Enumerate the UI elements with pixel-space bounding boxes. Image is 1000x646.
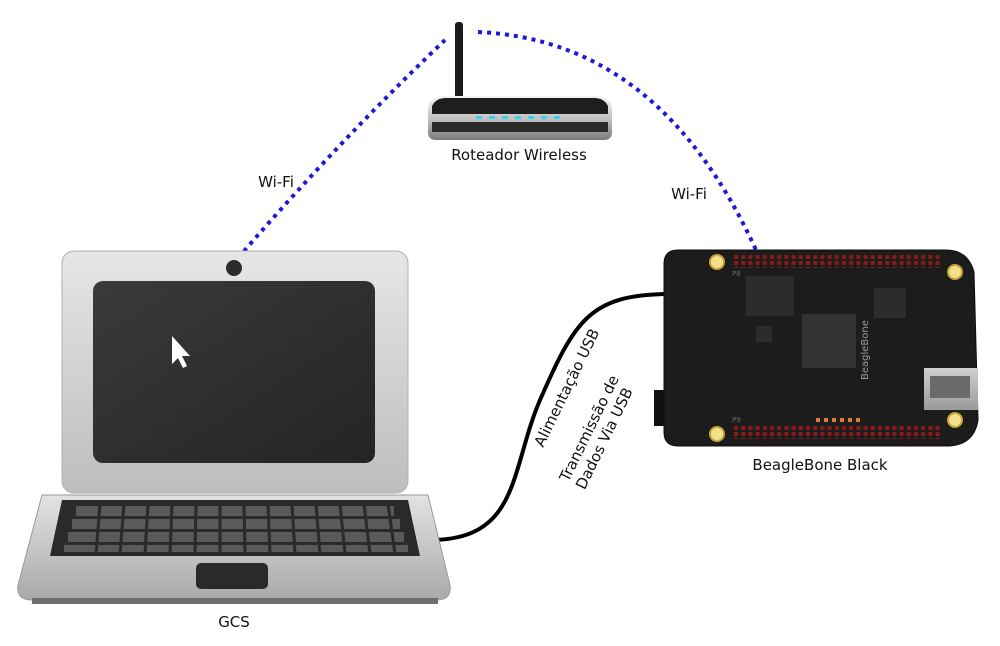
wifi-label-left: Wi-Fi bbox=[258, 173, 294, 191]
gcs-label: GCS bbox=[218, 613, 250, 631]
laptop-icon bbox=[17, 250, 451, 604]
router-label: Roteador Wireless bbox=[451, 146, 587, 164]
usb-cable bbox=[429, 292, 665, 542]
p8-label: P8 bbox=[732, 270, 741, 278]
header-p9 bbox=[733, 425, 942, 439]
beaglebone-board-icon: P8 P9 BeagleBone bbox=[654, 249, 979, 447]
usb-link-labels: Alimentação USB Transmissão de Dados Via… bbox=[530, 326, 636, 493]
p9-label: P9 bbox=[732, 416, 741, 424]
wifi-label-right: Wi-Fi bbox=[671, 185, 707, 203]
board-silkscreen: BeagleBone bbox=[860, 320, 871, 380]
wifi-link-right bbox=[477, 30, 758, 251]
beaglebone-label: BeagleBone Black bbox=[752, 456, 887, 474]
wifi-link-left bbox=[236, 38, 447, 260]
header-p8 bbox=[733, 254, 942, 268]
router-icon bbox=[428, 22, 612, 140]
